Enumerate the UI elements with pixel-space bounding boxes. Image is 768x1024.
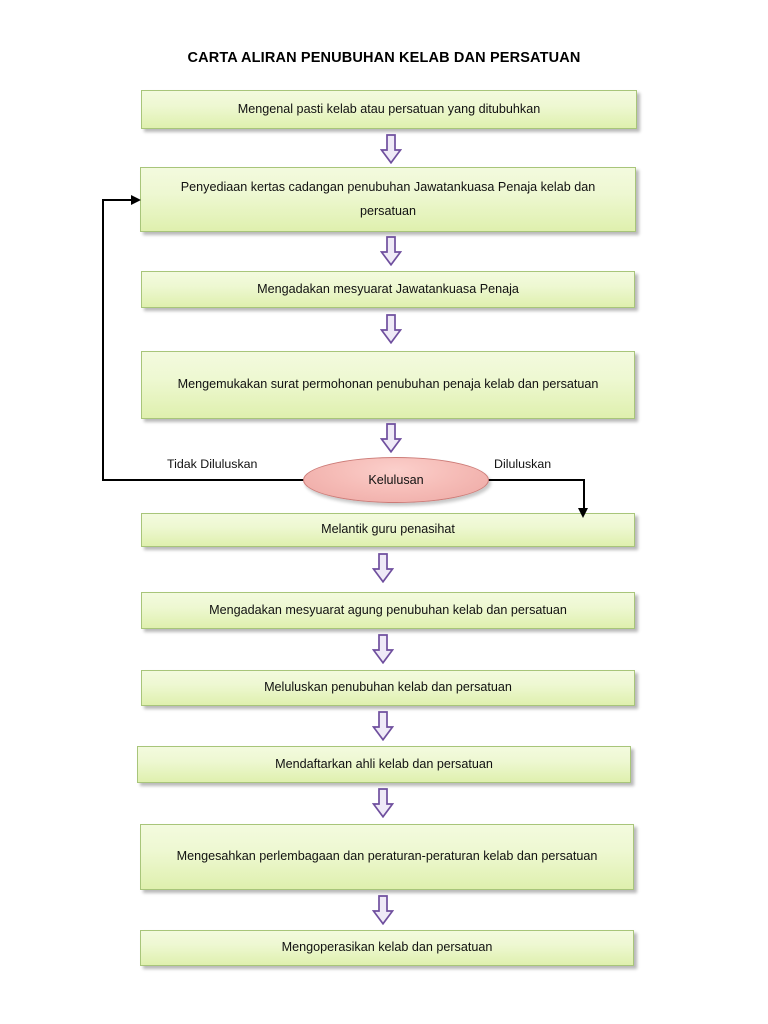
- block-arrow-down-icon: [372, 634, 394, 664]
- flow-node-hold-committee-meeting[interactable]: Mengadakan mesyuarat Jawatankuasa Penaja: [141, 271, 635, 308]
- block-arrow-down-icon: [372, 711, 394, 741]
- block-arrow-down-icon: [380, 314, 402, 344]
- page-title: CARTA ALIRAN PENUBUHAN KELAB DAN PERSATU…: [187, 50, 581, 66]
- reject-connector-entry: [102, 199, 134, 201]
- block-arrow-down-icon: [380, 236, 402, 266]
- flow-node-label: Mengadakan mesyuarat agung penubuhan kel…: [209, 602, 567, 617]
- flow-node-label: Mengoperasikan kelab dan persatuan: [281, 940, 493, 955]
- flow-node-identify-club[interactable]: Mengenal pasti kelab atau persatuan yang…: [141, 90, 637, 129]
- reject-connector-vertical: [102, 199, 104, 481]
- flow-node-label: Penyediaan kertas cadangan penubuhan Jaw…: [180, 180, 596, 218]
- flow-node-approve-establishment[interactable]: Meluluskan penubuhan kelab dan persatuan: [141, 670, 635, 706]
- flow-node-label: Melantik guru penasihat: [321, 522, 455, 537]
- reject-connector-horizontal: [102, 479, 307, 481]
- flow-node-register-members[interactable]: Mendaftarkan ahli kelab dan persatuan: [137, 746, 631, 783]
- branch-label-rejected: Tidak Diluluskan: [167, 457, 258, 471]
- decision-node-label: Kelulusan: [368, 473, 424, 487]
- block-arrow-down-icon: [380, 423, 402, 453]
- block-arrow-down-icon: [372, 553, 394, 583]
- flow-node-label: Mengenal pasti kelab atau persatuan yang…: [237, 101, 541, 116]
- flow-node-general-meeting[interactable]: Mengadakan mesyuarat agung penubuhan kel…: [141, 592, 635, 629]
- flow-node-appoint-advisor[interactable]: Melantik guru penasihat: [141, 513, 635, 547]
- flow-node-operate-club[interactable]: Mengoperasikan kelab dan persatuan: [140, 930, 634, 966]
- accept-connector-horizontal: [485, 479, 585, 481]
- flow-node-prepare-proposal[interactable]: Penyediaan kertas cadangan penubuhan Jaw…: [140, 167, 636, 232]
- flow-node-ratify-constitution[interactable]: Mengesahkan perlembagaan dan peraturan-p…: [140, 824, 634, 890]
- flow-node-label: Mengadakan mesyuarat Jawatankuasa Penaja: [257, 281, 519, 296]
- branch-label-approved: Diluluskan: [494, 457, 552, 471]
- flow-node-label: Mengemukakan surat permohonan penubuhan …: [177, 377, 599, 392]
- accept-connector-vertical: [583, 479, 585, 510]
- block-arrow-down-icon: [372, 895, 394, 925]
- arrowhead-right-icon: [131, 195, 141, 205]
- decision-node-approval[interactable]: Kelulusan: [303, 457, 489, 503]
- flow-node-label: Mendaftarkan ahli kelab dan persatuan: [275, 756, 493, 771]
- flow-node-label: Mengesahkan perlembagaan dan peraturan-p…: [176, 849, 598, 864]
- block-arrow-down-icon: [380, 134, 402, 164]
- flow-node-label: Meluluskan penubuhan kelab dan persatuan: [264, 680, 512, 695]
- arrowhead-down-icon: [578, 508, 588, 518]
- block-arrow-down-icon: [372, 788, 394, 818]
- flow-node-submit-application[interactable]: Mengemukakan surat permohonan penubuhan …: [141, 351, 635, 419]
